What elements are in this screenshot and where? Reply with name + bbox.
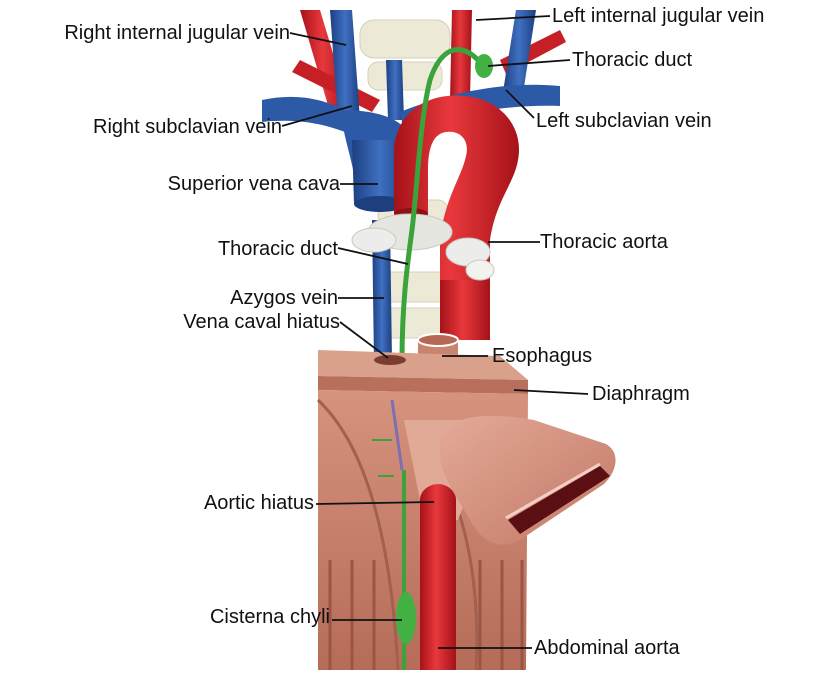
label-cisterna-chyli: Cisterna chyli <box>210 606 330 628</box>
label-thoracic-duct-middle: Thoracic duct <box>218 238 338 260</box>
label-superior-vena-cava: Superior vena cava <box>168 173 340 195</box>
label-azygos-vein: Azygos vein <box>230 287 338 309</box>
label-vena-caval-hiatus: Vena caval hiatus <box>183 311 340 333</box>
vena-caval-hiatus-opening <box>374 355 406 365</box>
label-left-subclavian-vein: Left subclavian vein <box>536 110 712 132</box>
label-esophagus: Esophagus <box>492 345 592 367</box>
label-left-internal-jugular-vein: Left internal jugular vein <box>552 5 764 27</box>
label-right-internal-jugular-vein: Right internal jugular vein <box>64 22 290 44</box>
label-abdominal-aorta: Abdominal aorta <box>534 637 680 659</box>
label-right-subclavian-vein: Right subclavian vein <box>93 116 282 138</box>
label-diaphragm: Diaphragm <box>592 383 690 405</box>
label-thoracic-duct-upper: Thoracic duct <box>572 49 692 71</box>
label-aortic-hiatus: Aortic hiatus <box>204 492 314 514</box>
label-thoracic-aorta: Thoracic aorta <box>540 231 668 253</box>
abdominal-aorta <box>420 484 456 670</box>
